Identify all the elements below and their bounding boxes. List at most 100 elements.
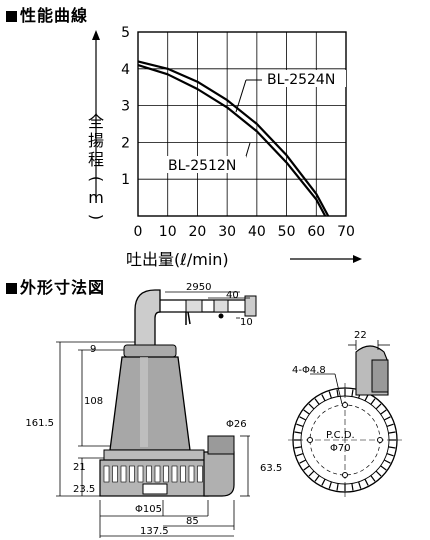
dim-85: 85 xyxy=(186,516,199,527)
base-slot xyxy=(103,465,110,483)
rim-tooth xyxy=(370,398,376,405)
dimension-drawing: 9 108 161.5 21 23.5 Φ26 63.5 Φ105 85 137… xyxy=(25,282,402,538)
rim-tooth xyxy=(358,481,362,489)
series-line-bl-2524n xyxy=(137,60,330,217)
base-slot xyxy=(146,465,152,483)
dim-holes: 4-Φ4.8 xyxy=(292,365,326,376)
dim-10: 10 xyxy=(240,317,253,328)
pump-base-slots xyxy=(103,465,203,483)
base-slot xyxy=(112,465,118,483)
rim-tooth xyxy=(328,481,332,489)
square-bullet-icon xyxy=(6,11,17,22)
dim-63-5: 63.5 xyxy=(260,463,282,474)
rim-tooth xyxy=(388,446,396,449)
rim-tooth xyxy=(386,423,394,427)
dimension-lines-left xyxy=(56,291,250,538)
pump-highlight xyxy=(140,357,148,447)
pump-cable xyxy=(152,295,257,325)
y-axis-label: 全揚程(m) xyxy=(87,112,106,220)
rim-tooth xyxy=(294,446,302,449)
rim-tooth xyxy=(336,483,339,491)
rim-tooth xyxy=(364,394,369,402)
y-axis-arrow-head-icon xyxy=(92,30,100,40)
x-axis-label: 吐出量(ℓ/min) xyxy=(126,250,229,269)
y-tick-label: 4 xyxy=(121,62,130,78)
dim-22: 22 xyxy=(354,330,367,341)
chart-curves xyxy=(137,60,330,217)
rim-tooth xyxy=(380,409,387,415)
base-slot xyxy=(180,465,186,483)
y-axis-label-char: ) xyxy=(87,214,106,220)
base-slot xyxy=(137,465,144,483)
pump-base-window xyxy=(142,483,168,495)
y-tick-label: 1 xyxy=(121,172,130,188)
dim-phi105: Φ105 xyxy=(135,504,162,515)
rim-tooth xyxy=(375,470,382,477)
base-slot xyxy=(154,465,161,483)
rim-tooth xyxy=(351,483,354,491)
dim-161-5: 161.5 xyxy=(25,418,54,429)
series-name-bl-2512n: BL-2512N xyxy=(168,158,236,174)
y-axis-label-char: 程 xyxy=(88,150,104,169)
series-name-bl-2524n: BL-2524N xyxy=(267,72,335,88)
rim-tooth xyxy=(303,409,310,415)
y-tick-label: 3 xyxy=(121,99,130,115)
base-slot xyxy=(120,465,127,483)
rim-tooth xyxy=(380,465,387,471)
pump-body xyxy=(109,356,191,451)
rim-tooth xyxy=(364,478,369,486)
rim-tooth xyxy=(299,416,307,421)
x-tick-label: 40 xyxy=(248,224,266,240)
pump-cap xyxy=(123,344,177,358)
y-tick-label: 5 xyxy=(121,25,130,41)
x-tick-label: 70 xyxy=(337,224,355,240)
rim-tooth xyxy=(294,431,302,434)
base-slot xyxy=(197,465,203,483)
x-tick-label: 60 xyxy=(307,224,325,240)
y-axis-label-char: ( xyxy=(87,176,106,182)
x-axis-arrow-head-icon xyxy=(353,255,362,263)
base-slot xyxy=(171,465,178,483)
rim-tooth xyxy=(299,459,307,464)
side-discharge xyxy=(203,451,235,497)
series-line-bl-2512n xyxy=(137,64,327,217)
rim-tooth xyxy=(314,398,320,405)
x-tick-label: 50 xyxy=(278,224,296,240)
rim-tooth xyxy=(303,465,310,471)
dim-9: 9 xyxy=(90,344,96,355)
rim-tooth xyxy=(321,394,326,402)
rim-tooth xyxy=(370,475,376,482)
rim-tooth xyxy=(321,478,326,486)
y-tick-label: 2 xyxy=(121,135,130,151)
rim-tooth xyxy=(296,453,304,457)
rim-tooth xyxy=(388,431,396,434)
x-tick-label: 0 xyxy=(134,224,143,240)
x-tick-label: 30 xyxy=(218,224,236,240)
square-bullet-icon xyxy=(6,283,17,294)
pump-collar xyxy=(103,449,205,461)
chart-grid xyxy=(138,32,346,216)
section-title-dimensions: 外形寸法図 xyxy=(6,274,105,298)
rim-tooth xyxy=(314,475,320,482)
dim-phi26: Φ26 xyxy=(226,419,247,430)
rim-tooth xyxy=(386,453,394,457)
x-tick-label: 10 xyxy=(159,224,177,240)
section-title-performance: 性能曲線 xyxy=(6,2,88,26)
rim-tooth xyxy=(328,391,332,399)
side-discharge-nozzle xyxy=(207,435,235,455)
rim-tooth xyxy=(308,403,315,410)
rim-tooth xyxy=(296,423,304,427)
y-axis-label-char: 揚 xyxy=(88,131,104,150)
series-label-bl-2512n: BL-2512N xyxy=(166,142,251,174)
dim-23-5: 23.5 xyxy=(73,484,95,495)
section-title-performance-text: 性能曲線 xyxy=(20,6,89,25)
rim-tooth xyxy=(351,389,354,397)
dim-21: 21 xyxy=(73,462,86,473)
y-axis-label-char: 全 xyxy=(88,112,104,131)
series-label-bl-2524n: BL-2524N xyxy=(235,70,346,113)
pcd-label: P.C.D. xyxy=(326,430,355,441)
section-title-dimensions-text: 外形寸法図 xyxy=(20,278,106,297)
base-slot xyxy=(163,465,169,483)
